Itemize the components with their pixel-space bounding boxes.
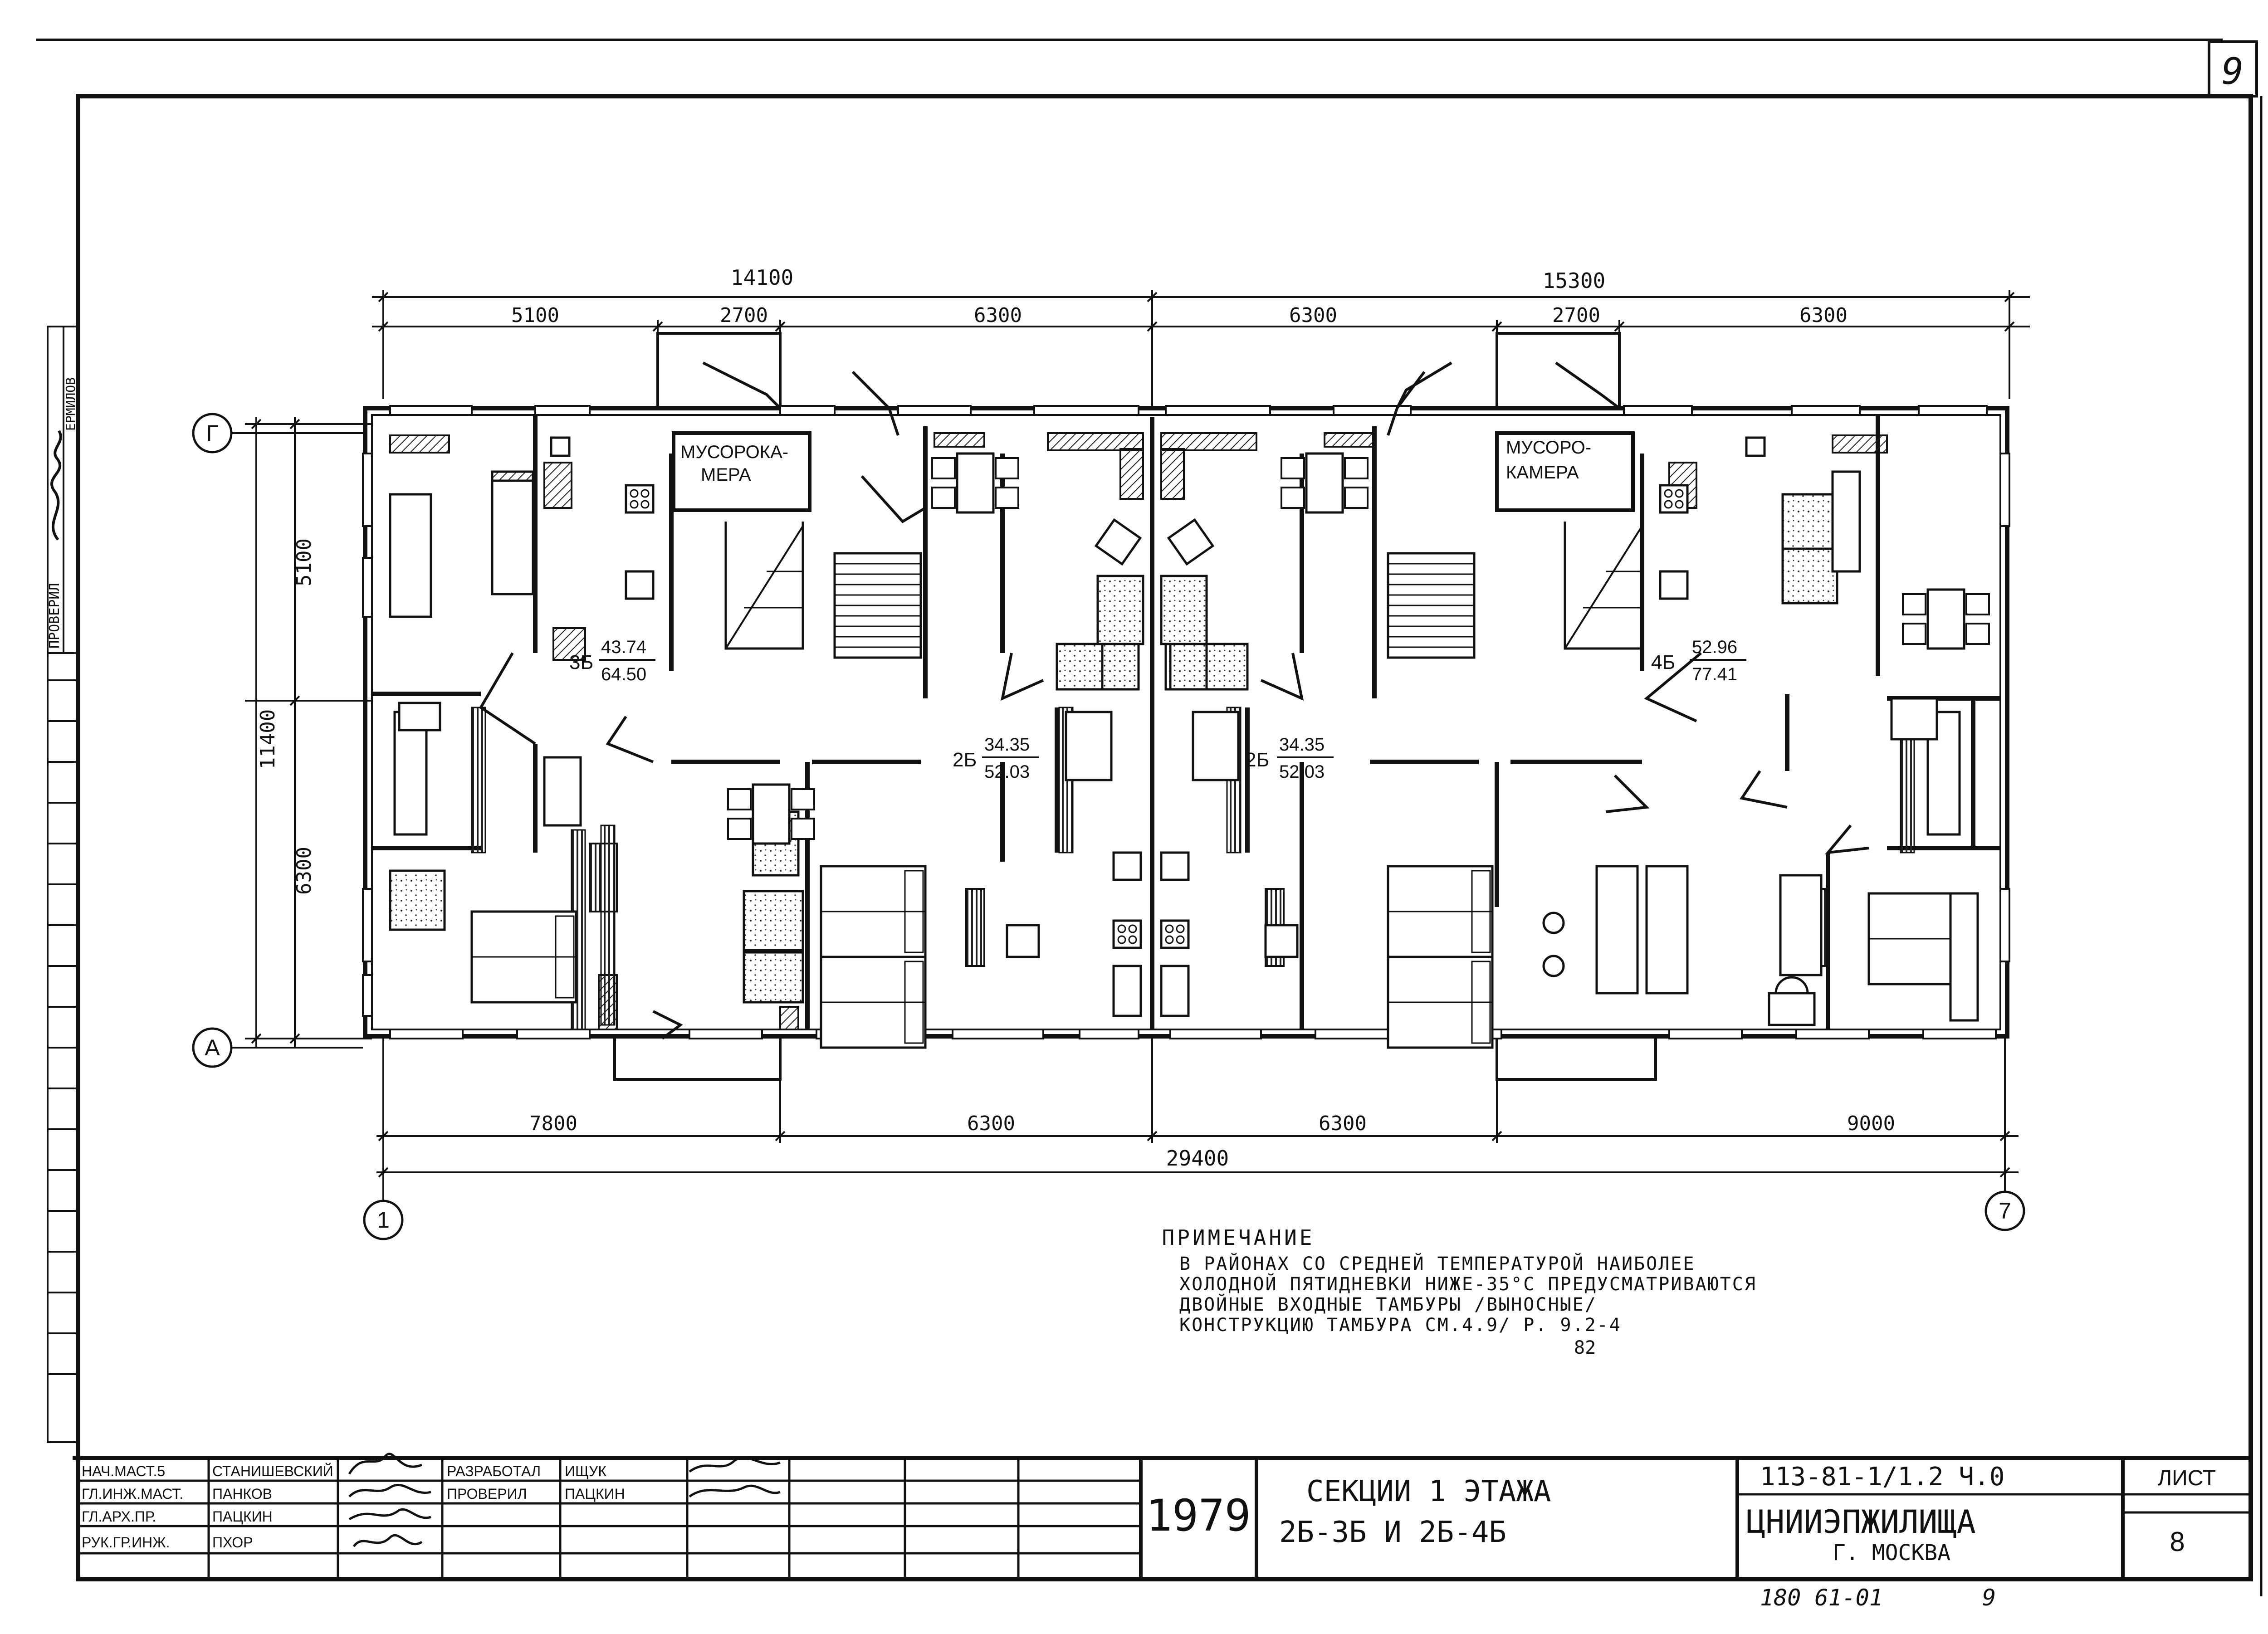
dim-top-segment: 2700	[1552, 304, 1600, 327]
developer-name: ИЩУК	[565, 1463, 606, 1479]
note-line: КОНСТРУКЦИЮ ТАМБУРА СМ.4.9/ Р. 9.2-4	[1179, 1315, 1622, 1336]
sheet-label: ЛИСТ	[2158, 1466, 2216, 1490]
apartment-living-area: 52.96	[1692, 637, 1737, 657]
organization: ЦНИИЭПЖИЛИЩА	[1746, 1503, 1976, 1541]
note-block: ПРИМЕЧАНИЕ В РАЙОНАХ СО СРЕДНЕЙ ТЕМПЕРАТ…	[1162, 1225, 1757, 1358]
project-code: 113-81-1/1.2 Ч.0	[1760, 1462, 2004, 1492]
staircase-left	[724, 522, 921, 658]
staircase-right	[1388, 522, 1643, 658]
developer-name: ПАЦКИН	[565, 1486, 625, 1502]
apartment-label-2b-left: 2Б 34.35 52.03	[953, 735, 1039, 782]
staff-role: ГЛ.АРХ.ПР.	[82, 1508, 156, 1525]
bathtubs	[393, 697, 1961, 836]
side-stamp-checked-label: ПРОВЕРИЛ	[47, 583, 63, 649]
svg-text:Г: Г	[206, 420, 218, 446]
staff-name: СТАНИШЕВСКИЙ	[212, 1463, 333, 1479]
dim-top-segment: 6300	[1799, 304, 1848, 327]
dim-bottom-segment: 6300	[1319, 1112, 1367, 1135]
beds	[472, 866, 1973, 1048]
note-line: ХОЛОДНОЙ ПЯТИДНЕВКИ НИЖЕ-35°С ПРЕДУСМАТР…	[1179, 1273, 1757, 1295]
axis-bubble-row-top: Г	[192, 413, 233, 454]
dim-bottom-segment: 9000	[1847, 1112, 1895, 1135]
side-stamp: ПРОВЕРИЛ ЕРМИЛОВ	[47, 326, 79, 1443]
drawing-title-1: СЕКЦИИ 1 ЭТАЖА	[1306, 1475, 1551, 1508]
svg-text:7: 7	[1999, 1198, 2011, 1224]
garbage-room-left-label-2: МЕРА	[701, 465, 751, 485]
staff-role: ГЛ.ИНЖ.МАСТ.	[82, 1486, 183, 1502]
dim-top-segment: 6300	[1289, 304, 1337, 327]
note-fraction: 82	[1574, 1337, 1596, 1358]
apartment-total-area: 64.50	[601, 664, 646, 684]
garbage-room-right-label-1: МУСОРО-	[1506, 438, 1591, 458]
dim-top-segment: 2700	[720, 304, 768, 327]
note-line: ДВОЙНЫЕ ВХОДНЫЕ ТАМБУРЫ /ВЫНОСНЫЕ/	[1179, 1293, 1597, 1315]
staff-name: ПАЦКИН	[212, 1508, 273, 1525]
round-tables	[1542, 912, 1816, 1026]
dim-top-segment: 5100	[511, 304, 559, 327]
sofas	[389, 470, 1979, 1022]
sinks	[550, 436, 1766, 1017]
apartment-living-area: 43.74	[601, 637, 646, 657]
dim-bottom-total: 29400	[1166, 1146, 1229, 1171]
staff-role: НАЧ.МАСТ.5	[82, 1463, 165, 1479]
title-year: 1979	[1146, 1490, 1251, 1541]
developer-role: РАЗРАБОТАЛ	[447, 1463, 541, 1479]
developer-role: ПРОВЕРИЛ	[447, 1486, 527, 1502]
axis-bubble-col-left: 1	[363, 1200, 404, 1240]
staff-name: ПХОР	[212, 1534, 253, 1551]
side-stamp-signature	[50, 430, 62, 541]
organization-city: Г. МОСКВА	[1833, 1540, 1950, 1566]
garbage-room-left-label-1: МУСОРОКА-	[680, 442, 788, 462]
dim-bottom-segment: 6300	[967, 1112, 1015, 1135]
dimension-lines	[229, 290, 2030, 1202]
apartment-living-area: 34.35	[1279, 735, 1325, 755]
note-title: ПРИМЕЧАНИЕ	[1162, 1225, 1315, 1250]
garbage-room-right-label-2: КАМЕРА	[1506, 463, 1579, 483]
note-line: В РАЙОНАХ СО СРЕДНЕЙ ТЕМПЕРАТУРОЙ НАИБОЛ…	[1179, 1253, 1695, 1274]
apartment-total-area: 52.03	[1279, 762, 1325, 782]
staff-name: ПАНКОВ	[212, 1486, 272, 1502]
dim-top-left-total: 14100	[731, 265, 793, 290]
apartment-total-area: 77.41	[1692, 664, 1737, 684]
footer-code: 180 61-01	[1760, 1585, 1883, 1611]
apartment-total-area: 52.03	[984, 762, 1030, 782]
apartment-label-3b: 3Б 43.74 64.50	[569, 637, 655, 684]
side-stamp-name: ЕРМИЛОВ	[63, 377, 78, 431]
door-leaves	[479, 361, 1869, 1040]
dim-bottom-segment: 7800	[529, 1112, 577, 1135]
sheet-number: 8	[2170, 1527, 2185, 1557]
floor-plan: МУСОРОКА- МЕРА МУСОРО- КАМЕРА	[362, 332, 2010, 1081]
drawing-title-2: 2Б-3Б И 2Б-4Б	[1279, 1516, 1506, 1549]
dim-left-upper: 5100	[293, 538, 316, 586]
garbage-rooms	[672, 431, 1635, 512]
title-block: НАЧ.МАСТ.5 СТАНИШЕВСКИЙ ГЛ.ИНЖ.МАСТ. ПАН…	[78, 1453, 2251, 1579]
svg-text:1: 1	[377, 1207, 390, 1233]
dim-top-segment: 6300	[974, 304, 1022, 327]
apartment-type: 3Б	[569, 651, 593, 673]
sheet-corner-number: 9	[2222, 50, 2244, 93]
dim-top-right-total: 15300	[1543, 268, 1605, 293]
apartment-type: 2Б	[1245, 749, 1269, 771]
apartment-type: 4Б	[1651, 651, 1675, 673]
entrance-vestibules	[613, 332, 1657, 1081]
staff-role: РУК.ГР.ИНЖ.	[82, 1534, 170, 1551]
apartment-living-area: 34.35	[984, 735, 1030, 755]
apartment-label-2b-right: 2Б 34.35 52.03	[1245, 735, 1334, 782]
axis-bubble-row-bottom: А	[192, 1027, 233, 1068]
core-armchairs	[1094, 518, 1215, 566]
apartment-type: 2Б	[953, 749, 977, 771]
staff-signatures	[348, 1453, 781, 1547]
svg-text:А: А	[205, 1035, 220, 1060]
footer-page: 9	[1982, 1585, 1996, 1611]
dim-left-lower: 6300	[293, 847, 316, 895]
apartment-label-4b: 4Б 52.96 77.41	[1651, 637, 1746, 684]
dim-left-total: 11400	[256, 709, 279, 769]
axis-bubble-col-right: 7	[1984, 1190, 2025, 1231]
